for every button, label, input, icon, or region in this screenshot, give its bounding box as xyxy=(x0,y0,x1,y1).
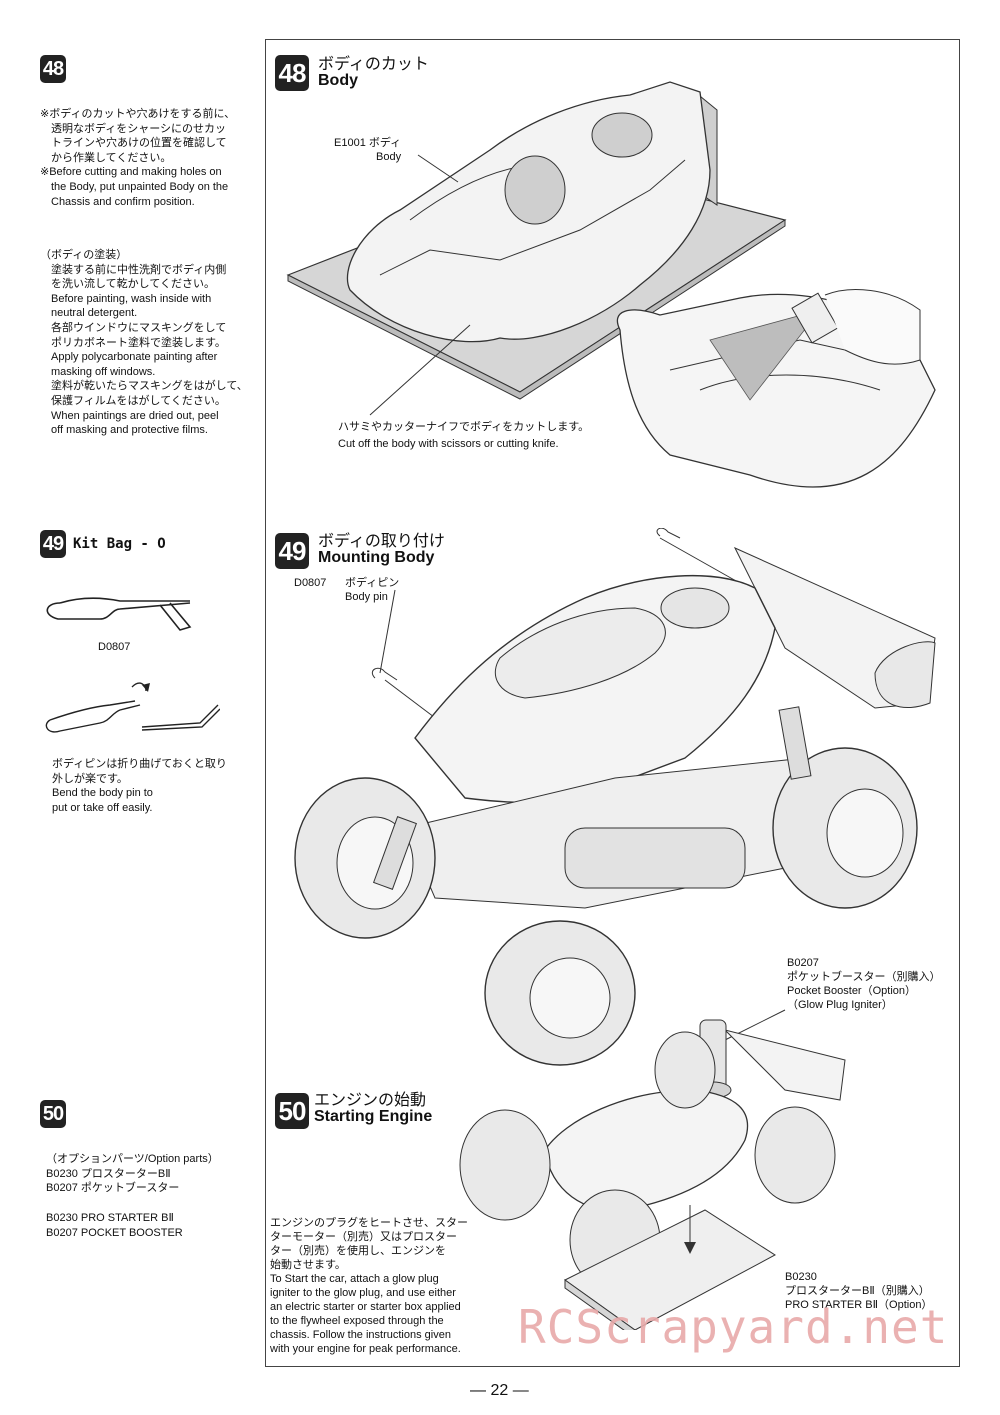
main-frame xyxy=(265,39,960,1367)
label-line: プロスターターBⅡ（別購入） xyxy=(785,1285,930,1297)
label-line: ター（別売）を使用し、エンジンを xyxy=(270,1245,446,1257)
pin-code: D0807 xyxy=(294,577,327,589)
label-line: E1001 ボディ xyxy=(334,137,402,149)
paint-notes: （ボディの塗装） 塗装する前に中性洗剤でボディ内側 を洗い流して乾かしてください… xyxy=(40,248,248,438)
note-line: ボディピンは折り曲げておくと取り xyxy=(52,758,227,770)
note-line: masking off windows. xyxy=(40,365,156,378)
option-line: B0207 ポケットブースター xyxy=(46,1182,180,1195)
cut-instruction: ハサミやカッターナイフでボディをカットします。 Cut off the body… xyxy=(338,419,589,453)
step-49-badge: 49 xyxy=(275,533,309,569)
step-49-notes: ボディピンは折り曲げておくと取り 外しが楽です。 Bend the body p… xyxy=(52,757,227,815)
step-50-title-jp: エンジンの始動 xyxy=(314,1092,427,1109)
note-line: から作業してください。 xyxy=(40,151,172,164)
step-49-title-jp: ボディの取り付け xyxy=(318,533,445,550)
label-line: ポケットブースター（別購入） xyxy=(787,971,941,983)
label-line: Pocket Booster（Option） xyxy=(787,985,917,997)
body-part-label: E1001 ボディ Body xyxy=(334,136,401,164)
option-parts: （オプションパーツ/Option parts） B0230 プロスターターBⅡ … xyxy=(46,1152,219,1196)
pocket-booster-label: B0207 ポケットブースター（別購入） Pocket Booster（Opti… xyxy=(787,956,940,1012)
starting-engine-illustration xyxy=(459,1009,846,1330)
step-48-badge: 48 xyxy=(275,55,309,91)
label-line: （Glow Plug Igniter） xyxy=(787,999,893,1011)
step-50-badge-left: 50 xyxy=(40,1100,66,1128)
step-49-title-en: Mounting Body xyxy=(318,549,435,566)
note-line: ポリカボネート塗料で塗装します。 xyxy=(40,336,226,349)
label-line: Cut off the body with scissors or cuttin… xyxy=(338,438,559,450)
label-line: ターモーター（別売）又はプロスター xyxy=(270,1231,457,1243)
label-line: PRO STARTER BⅡ（Option） xyxy=(785,1299,933,1311)
label-line: chassis. Follow the instructions given xyxy=(270,1329,451,1341)
note-line: put or take off easily. xyxy=(52,801,153,814)
option-line: B0230 プロスターターBⅡ xyxy=(46,1167,171,1180)
note-line: ※ボディのカットや穴あけをする前に、 xyxy=(40,108,236,120)
step-48-notes: ※ボディのカットや穴あけをする前に、 透明なボディをシャーシにのせカッ トライン… xyxy=(40,107,235,209)
note-line: 塗装する前に中性洗剤でボディ内側 xyxy=(40,263,227,276)
note-line: 保護フィルムをはがしてください。 xyxy=(40,394,226,407)
label-line: B0230 xyxy=(785,1271,817,1283)
note-line: off masking and protective films. xyxy=(40,424,208,437)
note-line: the Body, put unpainted Body on the xyxy=(40,180,229,193)
body-pin-illustration xyxy=(45,597,220,733)
step-48-title-en: Body xyxy=(318,72,358,89)
label-line: igniter to the glow plug, and use either xyxy=(270,1287,456,1299)
option-line: （オプションパーツ/Option parts） xyxy=(46,1153,219,1165)
label-line: Body pin xyxy=(345,591,388,603)
note-line: Before painting, wash inside with xyxy=(40,292,212,305)
part-code-d0807: D0807 xyxy=(98,641,131,653)
step-50-title-en: Starting Engine xyxy=(314,1108,433,1125)
note-line: 塗料が乾いたらマスキングをはがして、 xyxy=(40,380,248,393)
option-line: B0230 PRO STARTER BⅡ xyxy=(46,1212,174,1224)
step-48-title-jp: ボディのカット xyxy=(318,56,429,73)
step-48-badge-left: 48 xyxy=(40,55,66,83)
note-line: 透明なボディをシャーシにのせカッ xyxy=(40,122,227,135)
watermark: RCScrapyard.net xyxy=(518,1300,949,1354)
note-line: 外しが楽です。 xyxy=(52,772,128,785)
label-line: an electric starter or starter box appli… xyxy=(270,1301,461,1313)
label-line: with your engine for peak performance. xyxy=(270,1343,461,1355)
label-line: to the flywheel exposed through the xyxy=(270,1315,444,1327)
label-line: ハサミやカッターナイフでボディをカットします。 xyxy=(338,421,590,433)
note-line: Bend the body pin to xyxy=(52,787,153,800)
kit-bag-label: Kit Bag - O xyxy=(73,536,166,552)
step-50-badge: 50 xyxy=(275,1093,309,1129)
note-line: neutral detergent. xyxy=(40,307,138,320)
engine-start-instructions: エンジンのプラグをヒートさせ、スター ターモーター（別売）又はプロスター ター（… xyxy=(270,1216,468,1356)
pro-starter-label: B0230 プロスターターBⅡ（別購入） PRO STARTER BⅡ（Opti… xyxy=(785,1270,932,1312)
option-parts-en: B0230 PRO STARTER BⅡ B0207 POCKET BOOSTE… xyxy=(46,1211,183,1240)
body-cutting-illustration xyxy=(286,81,936,488)
label-line: ボディピン xyxy=(345,577,400,589)
note-line: Apply polycarbonate painting after xyxy=(40,351,218,364)
step-49-badge-left: 49 xyxy=(40,530,66,558)
note-line: （ボディの塗装） xyxy=(40,249,128,261)
label-line: B0207 xyxy=(787,957,819,969)
note-line: トラインや穴あけの位置を確認して xyxy=(40,137,227,150)
note-line: を洗い流して乾かしてください。 xyxy=(40,278,216,291)
note-line: ※Before cutting and making holes on xyxy=(40,166,222,179)
label-line: 始動させます。 xyxy=(270,1259,346,1271)
page-number: — 22 — xyxy=(470,1382,529,1399)
pin-label: ボディピン Body pin xyxy=(345,576,399,604)
option-line: B0207 POCKET BOOSTER xyxy=(46,1226,183,1239)
mounting-body-illustration xyxy=(294,528,936,1066)
note-line: Chassis and confirm position. xyxy=(40,195,195,208)
label-line: To Start the car, attach a glow plug xyxy=(270,1273,439,1285)
note-line: When paintings are dried out, peel xyxy=(40,409,219,422)
label-line: Body xyxy=(376,151,402,163)
note-line: 各部ウインドウにマスキングをして xyxy=(40,321,227,334)
label-line: エンジンのプラグをヒートさせ、スター xyxy=(270,1217,468,1229)
